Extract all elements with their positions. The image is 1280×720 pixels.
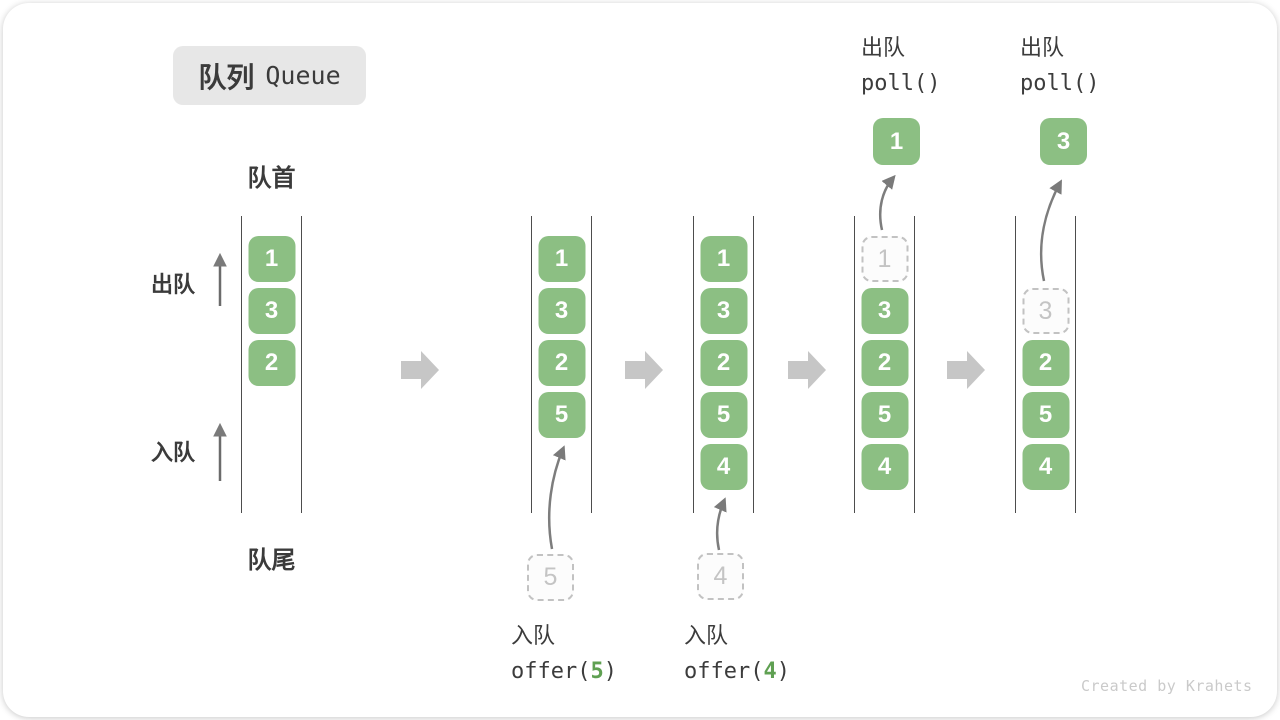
operation-code: offer(5) [511,659,617,684]
queue-item: 1 [248,236,295,282]
queue-item: 1 [700,236,747,282]
queue-diagram-canvas: 队列 Queue 队首 队尾 出队 入队 1 3 2 1 3 2 5 1 3 2… [3,3,1277,717]
queue-item: 4 [1022,444,1069,490]
title-zh: 队列 [198,61,255,93]
queue-state-3: 1 3 2 5 4 [693,216,754,513]
queue-item: 2 [861,340,908,386]
queue-item: 5 [538,392,585,438]
transition-arrow-icon [625,351,663,389]
code-fn: offer( [684,659,764,684]
code-arg: 5 [590,659,604,684]
queue-item: 5 [1022,392,1069,438]
queue-state-5: 3 2 5 4 [1015,216,1076,513]
operation-enqueue-5: 入队 offer(5) [511,618,617,684]
queue-item: 2 [700,340,747,386]
label-dequeue-side: 出队 [150,272,195,297]
operation-label: 入队 [684,623,729,648]
queue-item: 5 [861,392,908,438]
poll-result-box-1: 1 [873,118,920,165]
queue-item: 3 [538,288,585,334]
queue-item: 4 [861,444,908,490]
transition-arrow-icon [788,351,826,389]
code-close: ) [776,659,790,684]
queue-item-removed: 3 [1022,288,1069,334]
transition-arrow-icon [401,351,439,389]
label-enqueue-side: 入队 [150,440,195,465]
operation-label: 出队 [861,35,906,60]
arrows-overlay [213,174,1062,551]
queue-item: 3 [248,288,295,334]
label-queue-front: 队首 [247,165,296,192]
queue-item: 3 [861,288,908,334]
queue-item: 1 [538,236,585,282]
queue-item: 2 [1022,340,1069,386]
queue-item: 5 [700,392,747,438]
label-queue-rear: 队尾 [247,547,296,574]
operation-poll-1: 出队 poll() [861,30,940,96]
queue-state-4: 1 3 2 5 4 [854,216,915,513]
queue-item: 2 [538,340,585,386]
operation-code: poll() [861,71,941,96]
title-box: 队列 Queue [173,46,366,105]
queue-item-removed: 1 [861,236,908,282]
enqueue-value-box-5: 5 [527,554,574,601]
operation-enqueue-4: 入队 offer(4) [684,618,790,684]
title-en: Queue [265,61,341,90]
code-close: ) [603,659,617,684]
transition-arrow-icon [947,351,985,389]
code-fn: offer( [511,659,591,684]
operation-code: poll() [1020,71,1100,96]
enqueue-value-box-4: 4 [697,553,744,600]
queue-item: 4 [700,444,747,490]
operation-label: 入队 [511,623,556,648]
operation-label: 出队 [1020,35,1065,60]
queue-state-1: 1 3 2 [241,216,302,513]
operation-poll-2: 出队 poll() [1020,30,1099,96]
operation-code: offer(4) [684,659,790,684]
queue-item: 3 [700,288,747,334]
code-arg: 4 [763,659,777,684]
watermark: Created by Krahets [1081,677,1253,695]
poll-result-box-2: 3 [1040,118,1087,165]
queue-state-2: 1 3 2 5 [531,216,592,513]
queue-item: 2 [248,340,295,386]
